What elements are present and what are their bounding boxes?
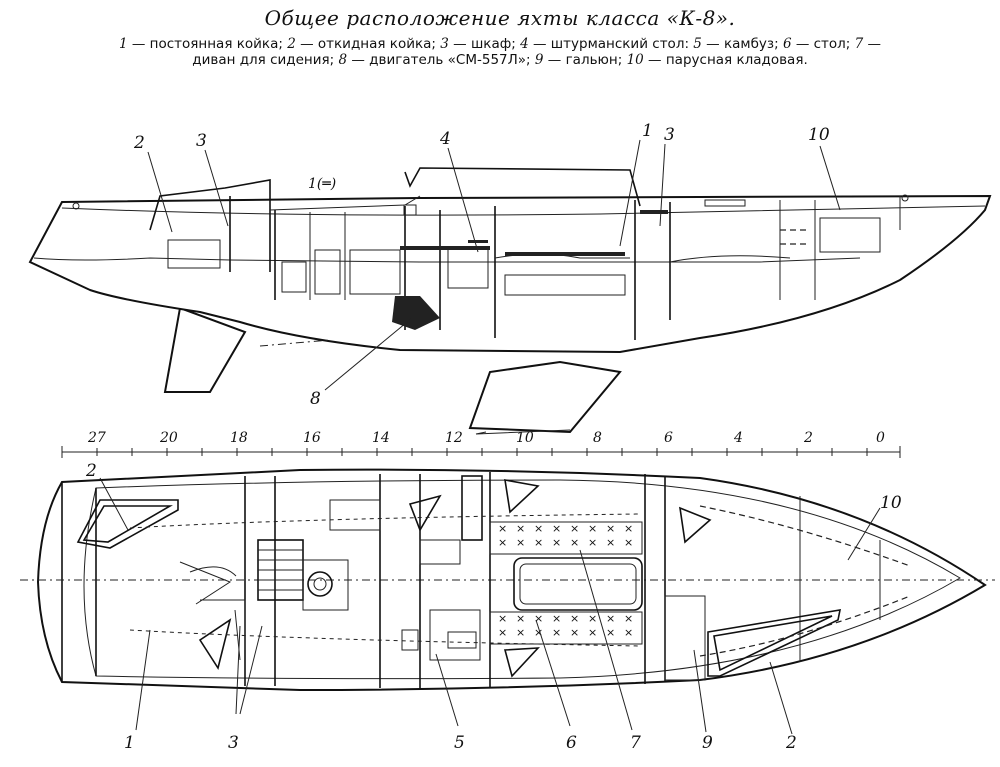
hull-profile: [28, 194, 992, 354]
scale-tick-6: 6: [664, 430, 673, 446]
cushion-mark: ×: [534, 612, 543, 625]
scale-tick-8: 8: [593, 430, 602, 446]
cushion-mark: ×: [624, 626, 633, 639]
cushion-mark: ×: [534, 626, 543, 639]
cushion-mark: ×: [570, 536, 579, 549]
side-label-3b: 3: [664, 125, 675, 145]
plan-view: ××××××××××××××××××××××××××××××××: [20, 429, 995, 735]
scale-tick-12: 12: [445, 430, 463, 446]
plan-label-3: 3: [228, 733, 239, 753]
cushion-mark: ×: [534, 536, 543, 549]
legend-item-6: 6 — стол;: [782, 36, 851, 52]
legend-item-9: 9 — гальюн;: [534, 52, 623, 68]
side-label-1: 1: [642, 121, 653, 141]
side-label-2: 2: [133, 133, 145, 153]
legend-item-2: 2 — откидная койка;: [287, 36, 436, 52]
plan-label-1: 1: [124, 733, 135, 753]
legend: 1 — постоянная койка; 2 — откидная койка…: [110, 36, 890, 68]
cushion-mark: ×: [624, 536, 633, 549]
cushion-mark: ×: [516, 612, 525, 625]
plan-label-2-bottom: 2: [785, 733, 797, 753]
scale-tick-4: 4: [733, 430, 743, 446]
legend-item-10: 10 — парусная кладовая.: [626, 52, 808, 68]
cushion-mark: ×: [498, 522, 507, 535]
cushion-mark: ×: [570, 626, 579, 639]
plan-label-10: 10: [880, 493, 902, 513]
station-scale: [61, 446, 901, 458]
cushion-mark: ×: [516, 522, 525, 535]
cushion-mark: ×: [552, 612, 561, 625]
side-label-8: 8: [310, 389, 321, 409]
scale-tick-2: 2: [803, 430, 813, 446]
cushion-mark: ×: [570, 612, 579, 625]
side-profile: 1(═): [28, 139, 992, 434]
diagram-title: Общее расположение яхты класса «К-8».: [264, 6, 736, 30]
cushion-mark: ×: [624, 612, 633, 625]
cushion-mark: ×: [516, 536, 525, 549]
keel: [163, 306, 247, 393]
plan-label-9: 9: [702, 733, 713, 753]
cushion-mark: ×: [534, 522, 543, 535]
cushion-mark: ×: [552, 626, 561, 639]
cushion-mark: ×: [552, 522, 561, 535]
plan-label-7: 7: [630, 733, 641, 753]
plan-label-5: 5: [454, 733, 465, 753]
svg-text:1(═): 1(═): [308, 176, 336, 192]
cushion-mark: ×: [606, 536, 615, 549]
scale-tick-20: 20: [159, 430, 178, 446]
legend-item-4: 4 — штурманский стол:: [520, 36, 689, 52]
side-label-10: 10: [808, 125, 830, 145]
scale-tick-0: 0: [876, 430, 885, 446]
cushion-mark: ×: [606, 626, 615, 639]
cushion-mark: ×: [588, 522, 597, 535]
cushion-mark: ×: [606, 522, 615, 535]
scale-tick-10: 10: [516, 430, 534, 446]
cushion-mark: ×: [588, 536, 597, 549]
scale-tick-18: 18: [230, 430, 248, 446]
cushion-mark: ×: [516, 626, 525, 639]
cushion-mark: ×: [624, 522, 633, 535]
scale-tick-14: 14: [372, 430, 390, 446]
cushion-mark: ×: [588, 612, 597, 625]
plan-label-2-top: 2: [85, 461, 97, 481]
plan-label-6: 6: [566, 733, 577, 753]
cushion-mark: ×: [588, 626, 597, 639]
cushion-mark: ×: [552, 536, 561, 549]
scale-tick-16: 16: [303, 430, 321, 446]
cushion-mark: ×: [606, 612, 615, 625]
legend-item-7: 7 — диван для сидения;: [192, 36, 882, 68]
legend-item-1: 1 — постоянная койка;: [118, 36, 283, 52]
cushion-mark: ×: [570, 522, 579, 535]
cushion-mark: ×: [498, 536, 507, 549]
scale-tick-27: 27: [87, 430, 106, 446]
side-label-3: 3: [196, 131, 207, 151]
legend-item-8: 8 — двигатель «СМ-557Л»;: [338, 52, 531, 68]
legend-item-5: 5 — камбуз;: [693, 36, 779, 52]
side-label-4: 4: [439, 129, 451, 149]
legend-item-3: 3 — шкаф;: [440, 36, 516, 52]
cushion-mark: ×: [498, 626, 507, 639]
cushion-mark: ×: [498, 612, 507, 625]
rudder: [468, 360, 622, 434]
